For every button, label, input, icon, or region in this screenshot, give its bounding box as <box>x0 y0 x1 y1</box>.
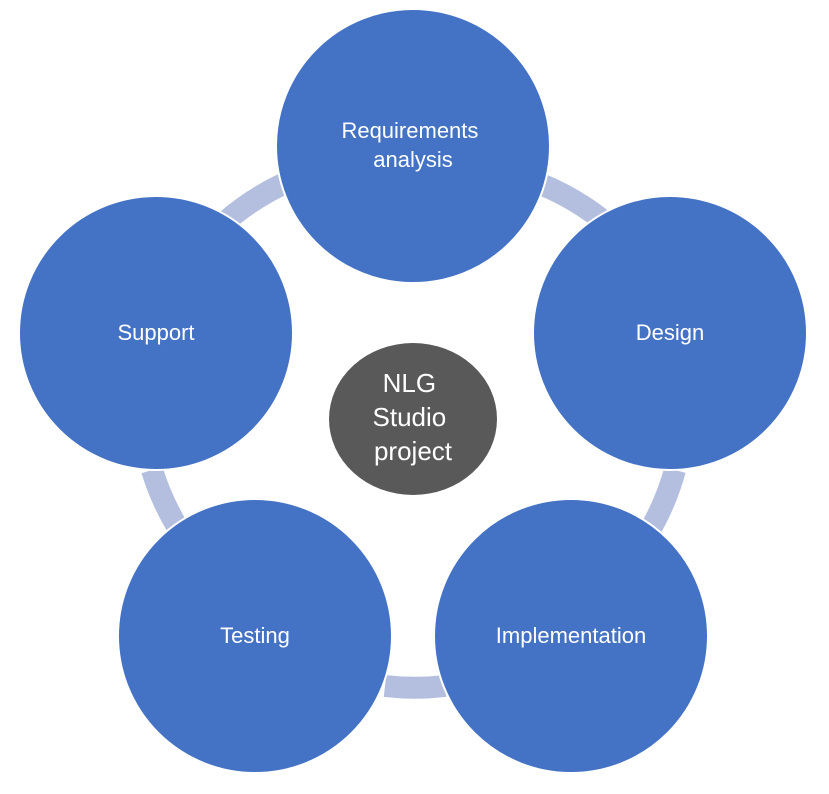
stage-circle <box>275 8 551 284</box>
center-label: NLG Studio project <box>373 368 454 466</box>
connector-design-implementation <box>640 466 686 536</box>
stage-support: Support <box>18 195 294 471</box>
stage-circle <box>433 498 709 774</box>
stage-requirements-analysis: Requirements analysis <box>275 8 551 284</box>
connector-implementation-testing <box>383 675 447 699</box>
stage-circle <box>18 195 294 471</box>
stage-testing: Testing <box>117 498 393 774</box>
center-hub: NLG Studio project <box>329 343 497 495</box>
stage-label: Design <box>636 320 704 345</box>
stage-circle <box>117 498 393 774</box>
stage-label: Implementation <box>496 623 646 648</box>
stage-circle <box>532 195 808 471</box>
stage-design: Design <box>532 195 808 471</box>
center-circle <box>329 343 497 495</box>
stage-label: Requirements analysis <box>341 118 484 172</box>
stage-label: Support <box>117 320 194 345</box>
stage-implementation: Implementation <box>433 498 709 774</box>
stage-label: Testing <box>220 623 290 648</box>
connector-testing-support <box>141 466 188 534</box>
